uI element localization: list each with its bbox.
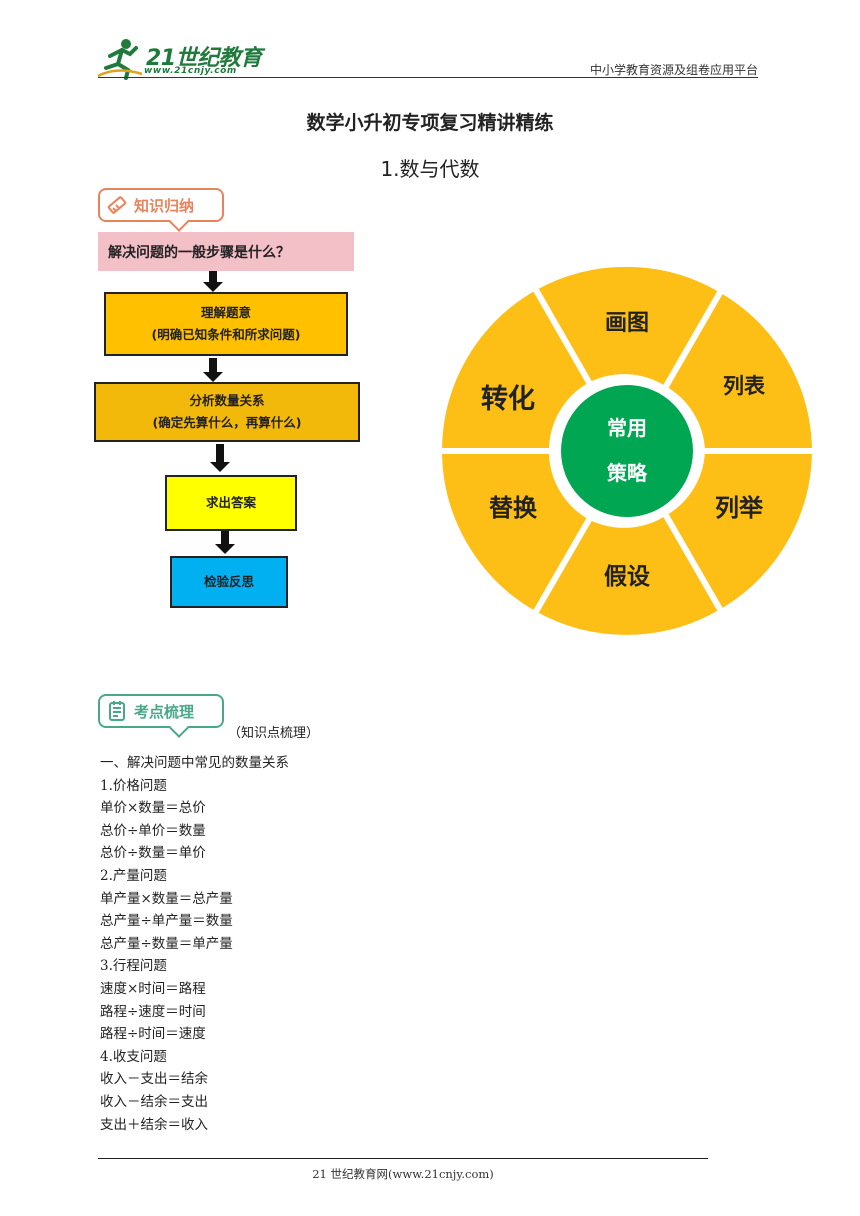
key-points-tag: 考点梳理 <box>98 694 224 738</box>
formula-line: 总产量÷单产量＝数量 <box>100 913 233 930</box>
page-title: 数学小升初专项复习精讲精练 <box>306 112 554 134</box>
formula-line: 2.产量问题 <box>100 867 167 884</box>
flow-step-check: 检验反思 <box>170 556 288 608</box>
formula-line: 总价÷单价＝数量 <box>100 822 206 839</box>
wheel-label-assume: 假设 <box>604 564 650 590</box>
key-points-label: 考点梳理 <box>134 702 195 721</box>
flow-step-detail: (确定先算什么，再算什么) <box>152 415 302 430</box>
site-logo <box>96 36 266 80</box>
wheel-label-draw: 画图 <box>605 311 649 336</box>
wheel-label-table: 列表 <box>723 374 766 398</box>
section-note: （知识点梳理） <box>228 726 320 741</box>
flow-step-title: 检验反思 <box>203 574 254 589</box>
strategy-wheel: 常用 策略 画图 列表 列举 假设 替换 转化 <box>435 260 819 641</box>
wheel-segment-table <box>660 285 819 454</box>
formula-line: 路程÷时间＝速度 <box>100 1026 206 1043</box>
wheel-segment-list <box>660 448 819 617</box>
wheel-segment-draw <box>530 260 726 394</box>
formula-line: 3.行程问题 <box>100 958 167 975</box>
flow-step-title: 分析数量关系 <box>189 393 265 408</box>
formula-line: 总产量÷数量＝单产量 <box>100 935 233 952</box>
knowledge-summary-tag: 知识归纳 <box>98 188 224 232</box>
flow-step-detail: (明确已知条件和所求问题) <box>151 327 301 342</box>
wheel-segments <box>435 260 819 641</box>
formula-line: 单产量×数量＝总产量 <box>100 890 233 907</box>
formula-line: 路程÷速度＝时间 <box>100 1003 206 1020</box>
wheel-label-list: 列举 <box>715 494 764 522</box>
formula-line: 总价÷数量＝单价 <box>100 845 206 862</box>
wheel-center-text: 策略 <box>607 461 648 485</box>
wheel-label-transform: 转化 <box>481 384 535 415</box>
flow-step-title: 求出答案 <box>205 495 256 510</box>
pencil-ruler-icon <box>107 196 127 214</box>
formula-list: 一、解决问题中常见的数量关系 1.价格问题单价×数量＝总价总价÷单价＝数量总价÷数… <box>100 752 289 1136</box>
runner-logo-icon <box>97 39 143 80</box>
formula-line: 收入－支出＝结余 <box>100 1071 208 1088</box>
wheel-center <box>561 385 693 517</box>
formula-line: 4.收支问题 <box>100 1048 167 1065</box>
wheel-center-text: 常用 <box>607 416 647 440</box>
logo-text: 21世纪教育 <box>146 46 262 71</box>
wheel-label-replace: 替换 <box>489 494 538 522</box>
page-subtitle: 1.数与代数 <box>380 157 480 181</box>
footer-text: 21 世纪教育网(www.21cnjy.com) <box>312 1167 494 1181</box>
notebook-icon <box>109 701 125 721</box>
footer-divider <box>98 1158 708 1159</box>
wheel-segment-transform <box>435 283 595 454</box>
formula-line: 支出＋结余＝收入 <box>100 1116 208 1133</box>
flow-step-solve: 求出答案 <box>165 475 297 531</box>
formula-line: 速度×时间＝路程 <box>100 980 206 997</box>
header-divider <box>98 77 758 78</box>
knowledge-summary-label: 知识归纳 <box>134 196 195 215</box>
wheel-segment-replace <box>435 448 595 619</box>
header-tagline: 中小学教育资源及组卷应用平台 <box>589 63 758 77</box>
formula-line: 单价×数量＝总价 <box>100 800 206 817</box>
flow-step-title: 理解题意 <box>200 305 251 320</box>
formula-line: 收入－结余＝支出 <box>100 1093 208 1110</box>
flow-step-analyze: 分析数量关系 (确定先算什么，再算什么) <box>94 382 360 442</box>
flow-question: 解决问题的一般步骤是什么？ <box>98 232 354 271</box>
section-heading: 一、解决问题中常见的数量关系 <box>100 755 289 771</box>
logo-url: www.21cnjy.com <box>144 66 237 76</box>
formula-line: 1.价格问题 <box>100 777 167 794</box>
flow-step-understand: 理解题意 (明确已知条件和所求问题) <box>104 292 348 356</box>
wheel-segment-assume <box>530 508 726 641</box>
